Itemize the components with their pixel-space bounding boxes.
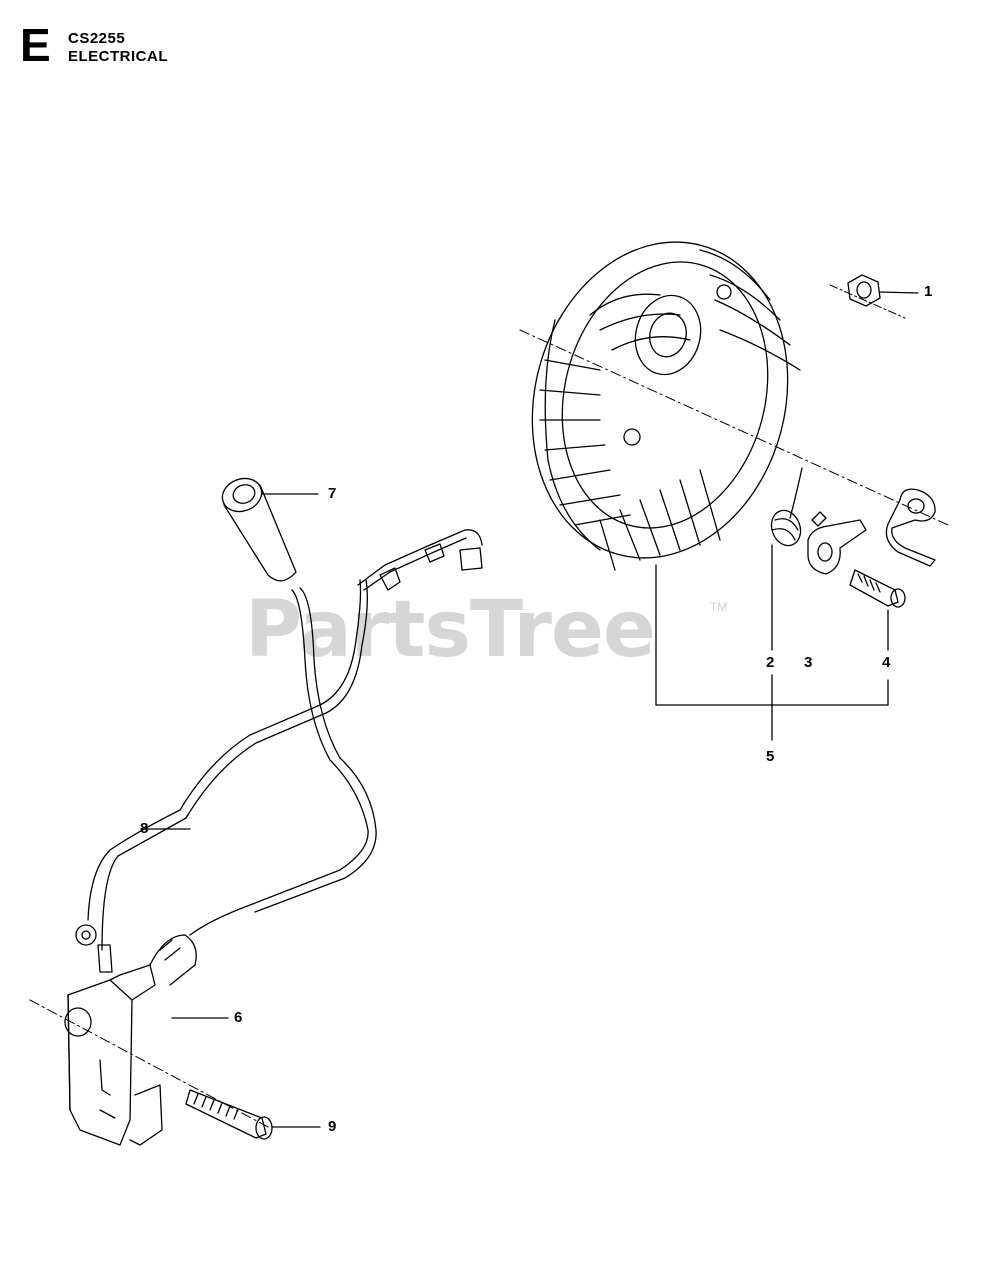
callout-8: 8 <box>140 820 149 837</box>
callout-4: 4 <box>882 654 891 671</box>
callout-1: 1 <box>924 283 933 300</box>
flywheel-part[interactable] <box>498 213 949 587</box>
module-screw-part[interactable] <box>185 1089 321 1140</box>
pawl-part[interactable] <box>807 511 867 575</box>
section-title: ELECTRICAL <box>68 48 168 65</box>
spring-part[interactable] <box>767 467 806 651</box>
callout-3: 3 <box>804 654 813 671</box>
nut-part[interactable] <box>829 274 919 319</box>
screw-part[interactable] <box>849 569 906 651</box>
callout-9: 9 <box>328 1118 337 1135</box>
watermark-trademark: TM <box>710 600 728 614</box>
ignition-module-part[interactable] <box>29 934 271 1146</box>
hook-bracket-part[interactable] <box>885 488 936 567</box>
callout-5: 5 <box>766 748 775 765</box>
wire-harness-part[interactable] <box>75 529 483 973</box>
assembly-bracket <box>655 564 889 741</box>
callout-2: 2 <box>766 654 775 671</box>
callout-7: 7 <box>328 485 337 502</box>
callout-6: 6 <box>234 1009 243 1026</box>
model-code: CS2255 <box>68 30 126 47</box>
spark-plug-cap-part[interactable] <box>218 473 319 582</box>
section-letter: E <box>20 19 51 71</box>
